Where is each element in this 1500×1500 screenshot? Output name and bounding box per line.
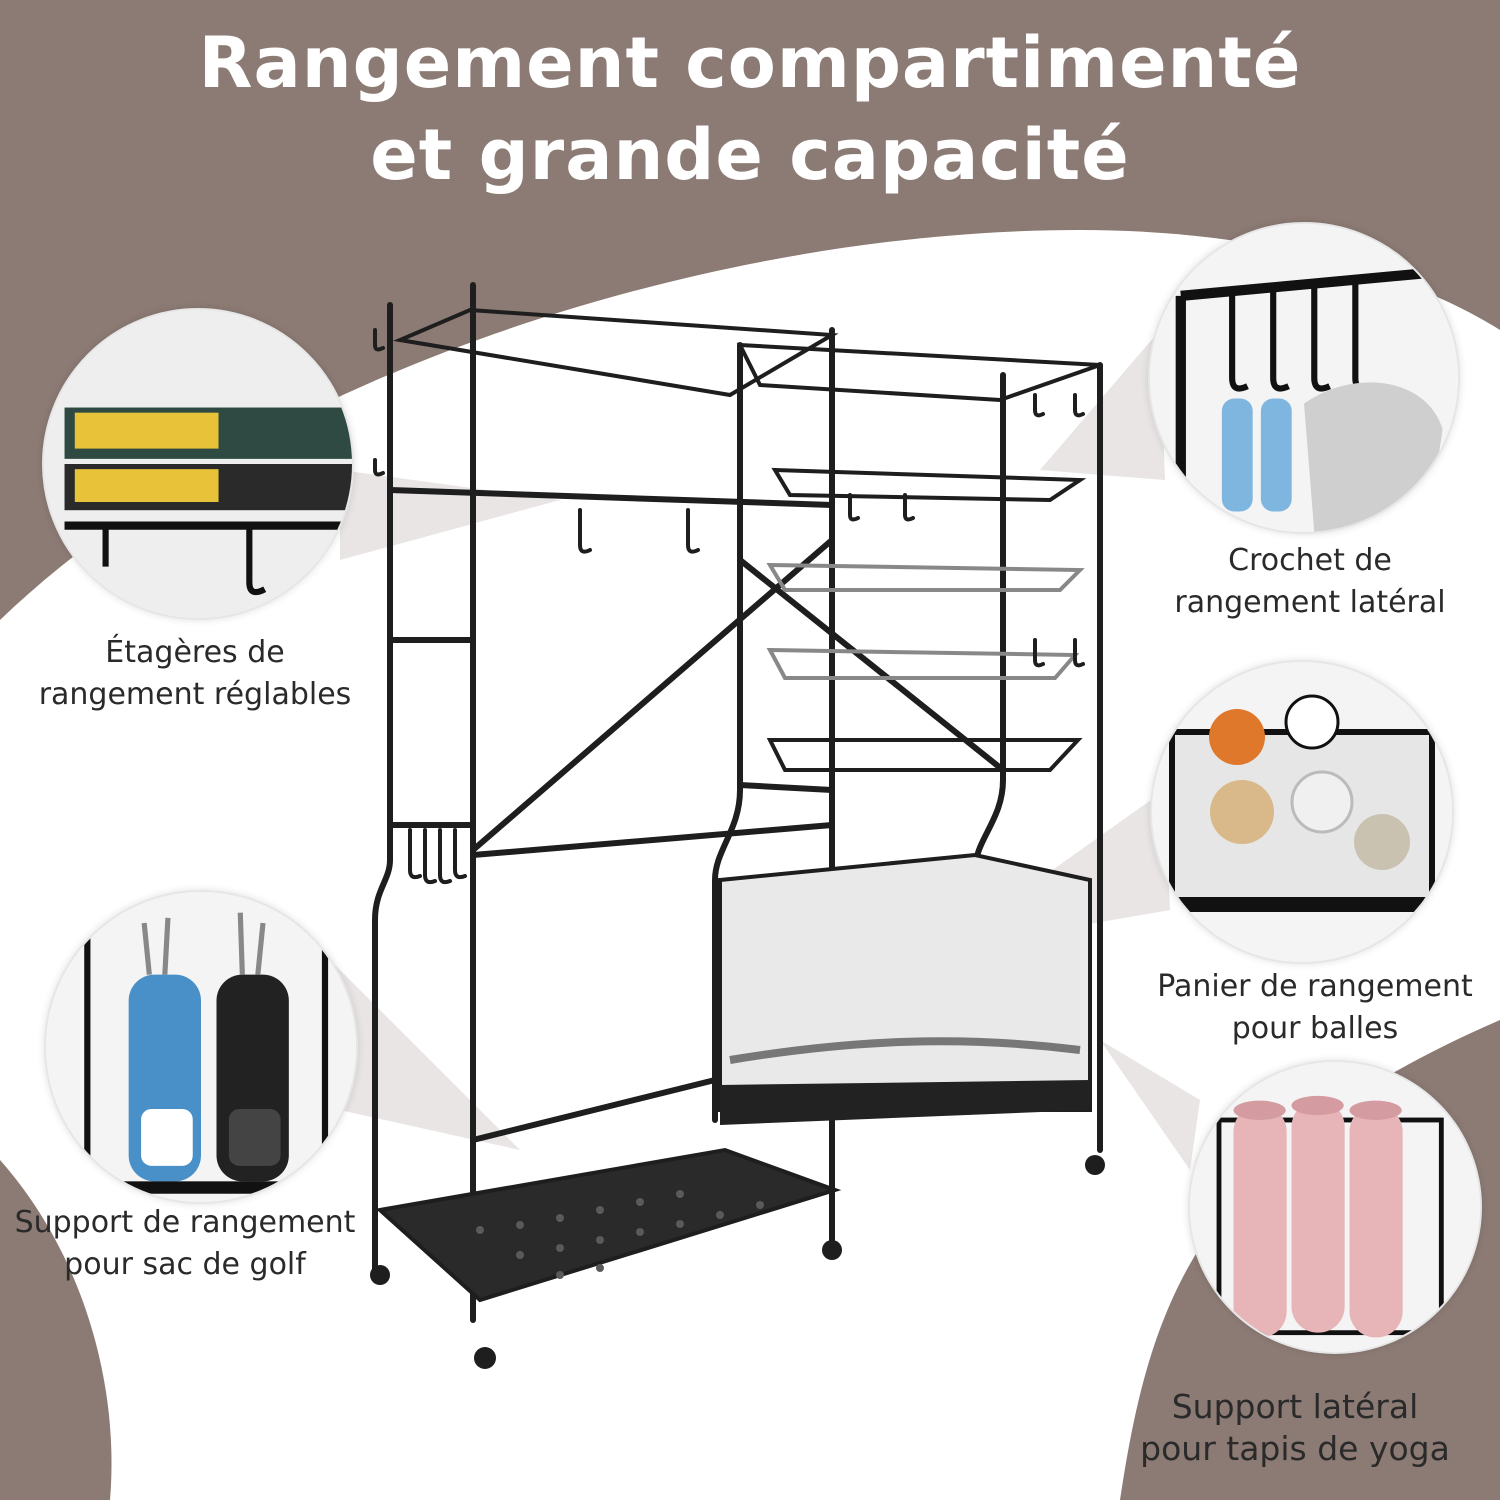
label-adjustable-shelves-line-1: Étagères de (105, 635, 285, 670)
label-side-hooks: Crochet de rangement latéral (1140, 540, 1480, 624)
label-ball-basket-line-1: Panier de rangement (1157, 969, 1473, 1004)
label-golf-bag-stand: Support de rangement pour sac de golf (0, 1202, 370, 1286)
ball-basket-icon (1152, 662, 1452, 962)
label-golf-bag-stand-line-2: pour sac de golf (64, 1247, 306, 1282)
golf-bag-icon (46, 892, 356, 1202)
label-ball-basket-line-2: pour balles (1231, 1011, 1399, 1046)
headline-line-1: Rangement compartimenté (198, 22, 1302, 104)
label-yoga-mat-holder: Support latéral pour tapis de yoga (1110, 1386, 1480, 1470)
label-adjustable-shelves: Étagères de rangement réglables (20, 632, 370, 716)
label-yoga-mat-holder-line-1: Support latéral (1171, 1387, 1419, 1426)
headline-line-2: et grande capacité (370, 114, 1130, 196)
label-yoga-mat-holder-line-2: pour tapis de yoga (1140, 1429, 1450, 1468)
label-golf-bag-stand-line-1: Support de rangement (14, 1205, 356, 1240)
label-side-hooks-line-1: Crochet de (1228, 543, 1392, 578)
callout-yoga-mat-holder (1188, 1060, 1482, 1354)
label-adjustable-shelves-line-2: rangement réglables (38, 677, 352, 712)
label-side-hooks-line-2: rangement latéral (1174, 585, 1446, 620)
callout-ball-basket (1150, 660, 1454, 964)
hook-icon (1150, 224, 1458, 532)
label-ball-basket: Panier de rangement pour balles (1140, 966, 1490, 1050)
callout-side-hooks (1148, 222, 1460, 534)
yoga-mat-icon (1190, 1062, 1480, 1352)
adjustable-shelf-icon (44, 310, 352, 618)
callout-adjustable-shelves (42, 308, 354, 620)
callout-golf-bag-stand (44, 890, 358, 1204)
